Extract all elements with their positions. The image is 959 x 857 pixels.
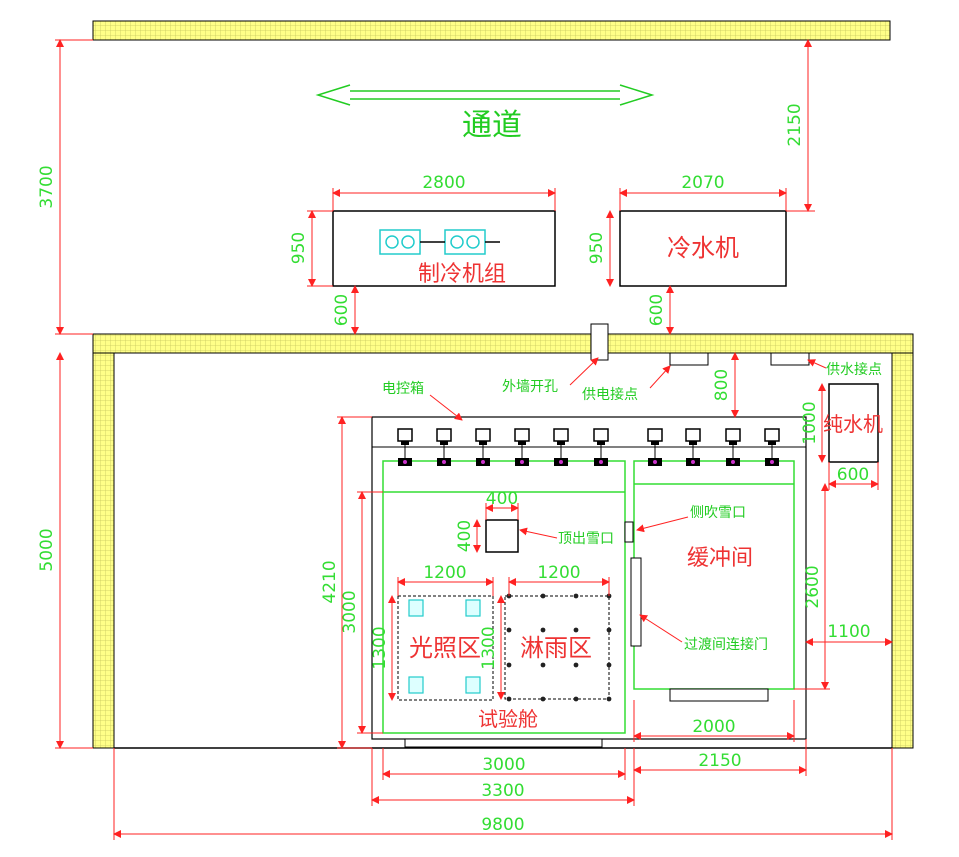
light-zone-box: [397, 595, 494, 701]
dim-1200-b: 1200: [537, 563, 580, 583]
power-point-note: 供电接点: [582, 386, 638, 403]
buffer-room-label: 缓冲间: [687, 546, 753, 571]
rain-nozzle-dot: [540, 696, 546, 702]
rain-nozzle-dot: [573, 662, 579, 668]
buffer-base: [669, 688, 769, 702]
dim-950-b: 950: [587, 232, 607, 264]
side-snow-outlet-box: [624, 521, 634, 543]
cabinet-fan-icon: [553, 428, 569, 466]
dimension-lines: [55, 39, 893, 840]
dim-2150-top: 2150: [785, 103, 805, 146]
chamber-inner: [382, 460, 626, 734]
cabinet-fan-icon: [436, 428, 452, 466]
cabinet-fan-icon: [397, 428, 413, 466]
cabinet-fan-row: [397, 428, 780, 466]
water-point-box: [770, 352, 810, 366]
chiller-unit-label: 制冷机组: [418, 262, 506, 287]
walls: [92, 20, 914, 749]
cabinet-fan-icon: [764, 428, 780, 466]
dim-2600: 2600: [803, 565, 823, 608]
water-point-note: 供水接点: [826, 361, 882, 378]
dim-2150-bot: 2150: [698, 751, 741, 771]
dim-4210: 4210: [320, 560, 340, 603]
wall-hole-note: 外墙开孔: [502, 379, 558, 395]
top-snow-outlet-note: 顶出雪口: [558, 531, 614, 547]
middle-wall: [92, 333, 914, 354]
transition-door-note: 过渡间连接门: [684, 636, 768, 653]
wall-hole-box: [590, 323, 609, 361]
rain-nozzle-dot: [606, 627, 612, 633]
rain-nozzle-dot: [540, 593, 546, 599]
cabinet-fan-icon: [514, 428, 530, 466]
dim-600-a: 600: [332, 294, 352, 326]
dim-1300-b: 1300: [479, 626, 499, 669]
dim-2800: 2800: [422, 173, 465, 193]
rain-nozzle-dot: [573, 696, 579, 702]
dim-9800: 9800: [481, 815, 524, 835]
dim-600-b: 600: [647, 294, 667, 326]
test-chamber-label: 试验舱: [478, 707, 538, 731]
dim-600-c: 600: [837, 465, 869, 485]
water-chiller-box: [619, 210, 787, 287]
rain-zone-box: [504, 595, 610, 700]
electric-cabinet-note: 电控箱: [382, 381, 424, 397]
rain-nozzle-dot: [540, 662, 546, 668]
dim-400-w: 400: [486, 489, 518, 509]
chiller-unit-box: [332, 210, 556, 287]
rain-nozzle-dot: [573, 593, 579, 599]
pure-water-box: [828, 383, 879, 463]
dim-1000: 1000: [800, 401, 820, 444]
rain-zone-label: 淋雨区: [520, 634, 592, 662]
chiller-compressor-icon: [379, 229, 500, 255]
transition-door: [630, 557, 642, 647]
cabinet-fan-icon: [647, 428, 663, 466]
rain-nozzle-dot: [506, 662, 512, 668]
corridor-label: 通道: [462, 108, 522, 143]
cabinet-fan-icon: [593, 428, 609, 466]
rain-nozzle-dot: [506, 696, 512, 702]
cabinet-fan-icon: [685, 428, 701, 466]
dim-5000: 5000: [37, 528, 57, 571]
light-fixtures: [408, 599, 481, 694]
dim-2070: 2070: [681, 173, 724, 193]
dim-3300: 3300: [481, 781, 524, 801]
rain-nozzle-dot: [573, 627, 579, 633]
dim-1100: 1100: [827, 622, 870, 642]
dim-3000-h: 3000: [482, 755, 525, 775]
dim-1200-a: 1200: [423, 563, 466, 583]
dim-950-a: 950: [289, 232, 309, 264]
cabinet-fan-icon: [725, 428, 741, 466]
left-wall: [92, 352, 115, 749]
dim-800: 800: [712, 369, 732, 401]
side-snow-outlet-note: 侧吹雪口: [690, 505, 746, 521]
dim-3700: 3700: [37, 165, 57, 208]
cabinet-fan-icon: [475, 428, 491, 466]
dim-3000-v: 3000: [340, 590, 360, 633]
light-zone-label: 光照区: [409, 634, 481, 662]
dim-1300-a: 1300: [370, 626, 390, 669]
test-chamber-structure: [371, 352, 810, 748]
dim-2000: 2000: [692, 717, 735, 737]
dim-400-h: 400: [455, 520, 475, 552]
power-point-box: [669, 352, 709, 366]
chamber-base: [404, 738, 603, 748]
top-snow-outlet-box: [485, 519, 519, 553]
right-wall: [891, 352, 914, 749]
rain-nozzle-dot: [506, 627, 512, 633]
top-wall: [92, 20, 891, 41]
pure-water-label: 纯水机: [823, 412, 883, 436]
rain-nozzle-dot: [606, 662, 612, 668]
rain-nozzle-dot: [540, 627, 546, 633]
rain-nozzle-dot: [606, 696, 612, 702]
water-chiller-label: 冷水机: [667, 234, 739, 262]
corridor-arrow: [315, 84, 655, 106]
